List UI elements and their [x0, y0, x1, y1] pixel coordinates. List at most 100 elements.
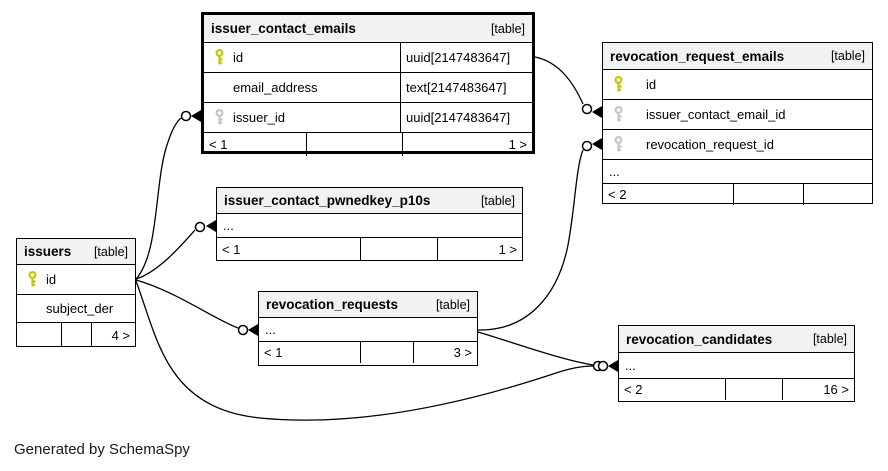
edge-arrowhead	[592, 138, 602, 150]
ellipsis-text: ...	[265, 322, 276, 337]
table-header[interactable]: revocation_candidates [table]	[619, 326, 854, 353]
table-revocation_candidates[interactable]: revocation_candidates [table] ... < 2 16…	[618, 325, 855, 402]
footer-parents-count: < 2	[619, 379, 726, 400]
edge-issuers-to-issuer_contact_emails	[135, 117, 182, 280]
footer-parents-count	[17, 323, 62, 347]
column-row-subject_der[interactable]: subject_der	[17, 295, 135, 323]
footer-parents-count: < 1	[204, 133, 307, 156]
column-name: revocation_request_id	[646, 137, 774, 152]
edge-circle	[592, 360, 604, 372]
edge-ice-id-to-rre	[534, 56, 584, 105]
footer-middle-cell	[62, 323, 92, 347]
table-footer: < 2 16 >	[619, 379, 854, 400]
table-type-label: [table]	[830, 49, 865, 63]
table-revocation_request_emails[interactable]: revocation_request_emails [table] id	[602, 42, 873, 205]
table-name: issuer_contact_pwnedkey_p10s	[224, 193, 431, 208]
footer-children-count	[804, 184, 872, 205]
table-footer: < 1 3 >	[259, 342, 477, 363]
footer-children-count: 4 >	[111, 327, 130, 343]
column-name: issuer_contact_email_id	[646, 107, 786, 122]
table-header[interactable]: issuer_contact_emails [table]	[204, 15, 532, 43]
edge-circle	[194, 221, 206, 233]
edge-circle	[237, 324, 249, 336]
table-name: revocation_requests	[266, 297, 399, 312]
table-footer: < 2	[603, 184, 872, 205]
footer-parents-count: < 1	[259, 342, 361, 363]
column-type: uuid[2147483647]	[400, 103, 532, 132]
footer-children-count: 3 >	[453, 345, 472, 360]
footer-middle-cell	[361, 342, 414, 363]
footer-parents-count: < 1	[217, 238, 361, 260]
table-revocation_requests[interactable]: revocation_requests [table] ... < 1 3 >	[258, 291, 478, 366]
table-issuer_contact_pwnedkey_p10s[interactable]: issuer_contact_pwnedkey_p10s [table] ...…	[216, 187, 523, 261]
column-row-id[interactable]: id uuid[2147483647]	[204, 43, 532, 73]
foreign-key-icon	[613, 136, 625, 153]
column-row-issuer_id[interactable]: issuer_id uuid[2147483647]	[204, 103, 532, 133]
edge-circle	[581, 140, 593, 152]
ellipsis-text: ...	[609, 164, 620, 179]
edge-arrowhead	[592, 106, 602, 118]
edge-revocation_requests-to-candidates	[477, 331, 594, 366]
table-type-label: [table]	[93, 244, 128, 259]
column-row-email_address[interactable]: email_address text[2147483647]	[204, 73, 532, 103]
generator-credit: Generated by SchemaSpy	[14, 441, 190, 458]
column-name: id	[46, 272, 57, 287]
table-type-label: [table]	[812, 332, 847, 346]
table-issuers[interactable]: issuers [table] id subject_der	[16, 238, 136, 347]
footer-middle-cell	[361, 238, 438, 260]
table-footer: < 1 1 >	[204, 133, 532, 156]
footer-middle-cell	[734, 184, 804, 205]
column-name: id	[233, 50, 244, 65]
table-header[interactable]: revocation_request_emails [table]	[603, 43, 872, 70]
table-footer: 4 >	[17, 323, 135, 347]
column-row-id[interactable]: id	[17, 265, 135, 295]
column-row-id[interactable]: id	[603, 70, 872, 100]
table-type-label: [table]	[435, 297, 470, 312]
footer-children-count: 1 >	[498, 241, 517, 257]
table-header[interactable]: revocation_requests [table]	[259, 292, 477, 318]
column-row-revocation_request_id[interactable]: revocation_request_id	[603, 130, 872, 160]
foreign-key-icon	[613, 106, 625, 123]
table-type-label: [table]	[490, 21, 525, 36]
table-footer: < 1 1 >	[217, 238, 522, 260]
edge-circle	[597, 360, 609, 372]
primary-key-icon	[27, 271, 39, 288]
edge-circle	[180, 110, 192, 122]
edge-arrowhead	[191, 110, 201, 122]
footer-middle-cell	[726, 379, 783, 400]
edge-issuers-to-pwnedkey	[135, 229, 196, 280]
table-issuer_contact_emails[interactable]: issuer_contact_emails [table] id uuid[21…	[201, 12, 535, 156]
ellipsis-text: ...	[625, 358, 636, 373]
columns-ellipsis-row[interactable]: ...	[217, 214, 522, 238]
footer-parents-count: < 2	[603, 184, 734, 205]
primary-key-icon	[214, 49, 226, 66]
edge-issuers-to-revocation_requests	[135, 279, 239, 329]
column-name: email_address	[233, 80, 318, 95]
column-type: uuid[2147483647]	[400, 43, 532, 72]
column-name: id	[646, 77, 657, 92]
column-row-issuer_contact_email_id[interactable]: issuer_contact_email_id	[603, 100, 872, 130]
table-header[interactable]: issuer_contact_pwnedkey_p10s [table]	[217, 188, 522, 214]
foreign-key-icon	[214, 109, 226, 126]
column-name: subject_der	[46, 301, 114, 316]
edge-arrowhead	[206, 220, 216, 232]
table-type-label: [table]	[480, 193, 515, 208]
table-header[interactable]: issuers [table]	[17, 239, 135, 265]
edge-circle	[581, 103, 593, 115]
column-type: text[2147483647]	[400, 73, 532, 102]
edge-arrowhead	[248, 324, 258, 336]
footer-children-count: 1 >	[508, 137, 527, 152]
primary-key-icon	[613, 76, 625, 93]
columns-ellipsis-row[interactable]: ...	[619, 353, 854, 379]
table-name: revocation_request_emails	[610, 48, 785, 64]
column-name: issuer_id	[233, 110, 286, 125]
footer-children-count: 16 >	[823, 382, 849, 397]
edge-arrowhead	[608, 360, 618, 372]
ellipsis-text: ...	[223, 218, 234, 233]
columns-ellipsis-row[interactable]: ...	[259, 318, 477, 342]
table-name: issuer_contact_emails	[211, 21, 356, 36]
table-name: revocation_candidates	[626, 331, 773, 347]
columns-ellipsis-row[interactable]: ...	[603, 160, 872, 184]
footer-middle-cell	[307, 133, 403, 156]
